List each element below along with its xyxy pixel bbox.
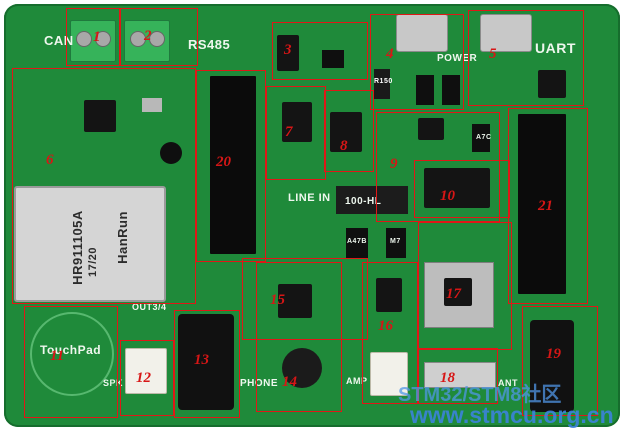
microphone xyxy=(282,348,322,388)
watermark-url: www.stmcu.org.cn xyxy=(410,402,614,428)
annotation-box-13 xyxy=(174,310,240,418)
phone-label: PHONE xyxy=(240,378,279,389)
annotation-number-8: 8 xyxy=(340,138,348,154)
annotation-box-8 xyxy=(324,90,374,172)
annotation-box-18 xyxy=(418,348,498,404)
amp-label: AMP xyxy=(346,376,368,386)
touchpad-label: TouchPad xyxy=(40,343,102,357)
diode-right xyxy=(386,228,406,258)
annotation-box-21 xyxy=(508,108,588,304)
screw-icon xyxy=(149,31,165,47)
annotation-number-5: 5 xyxy=(489,46,497,62)
annotation-number-21: 21 xyxy=(538,198,553,214)
regulator-diode xyxy=(472,124,490,152)
audio-jack-19 xyxy=(530,320,574,412)
slide-switch xyxy=(424,362,496,388)
screw-icon xyxy=(76,31,92,47)
annotation-box-3 xyxy=(272,22,368,80)
annotation-box-10 xyxy=(414,160,510,218)
line-in-label: LINE IN xyxy=(288,192,331,204)
amp-connector xyxy=(370,352,408,396)
resistor-label: R150 xyxy=(374,78,393,85)
diode-left-label: A47B xyxy=(347,238,367,245)
annotation-number-15: 15 xyxy=(270,292,285,308)
diode-right-label: M7 xyxy=(390,238,401,245)
annotation-box-14 xyxy=(256,262,342,412)
watermark-site: STM32/STM8社区 xyxy=(398,384,562,406)
rs485-label: RS485 xyxy=(188,37,231,52)
diode-left xyxy=(346,228,368,258)
pin-header-21 xyxy=(518,114,566,294)
regulator-label: A7C xyxy=(476,134,492,141)
uart-usb-connector xyxy=(480,14,532,52)
chip-7 xyxy=(282,102,312,142)
annotation-number-19: 19 xyxy=(546,346,561,362)
annotation-number-7: 7 xyxy=(285,124,293,140)
chip-8 xyxy=(330,112,362,152)
annotation-number-6: 6 xyxy=(46,152,54,168)
annotation-number-10: 10 xyxy=(440,188,455,204)
annotation-number-4: 4 xyxy=(386,46,394,62)
annotation-box-6 xyxy=(12,68,196,304)
annotation-number-17: 17 xyxy=(446,286,461,302)
annotation-box-11 xyxy=(24,306,118,418)
annotation-number-13: 13 xyxy=(194,352,209,368)
ethernet-phy-chip xyxy=(84,100,116,132)
chip-16 xyxy=(376,278,402,312)
can-label: CAN xyxy=(44,33,74,48)
rf-chip xyxy=(444,278,472,306)
speaker-connector xyxy=(125,348,167,394)
pin-header-20 xyxy=(210,76,256,254)
chip-15 xyxy=(278,284,312,318)
annotation-number-3: 3 xyxy=(284,42,292,58)
screw-icon xyxy=(95,31,111,47)
annotation-box-17 xyxy=(418,222,512,350)
touchpad xyxy=(30,312,114,396)
power-diode xyxy=(442,75,460,105)
spk-label: SPK xyxy=(103,378,124,388)
regulator-chip xyxy=(418,118,444,140)
annotation-number-9: 9 xyxy=(390,156,398,172)
annotation-number-1: 1 xyxy=(93,29,101,45)
inductor-small xyxy=(160,142,182,164)
rj45-jack xyxy=(14,186,166,302)
chip-small xyxy=(322,50,344,68)
ant-label: ANT xyxy=(498,378,518,388)
annotation-number-14: 14 xyxy=(282,374,297,390)
annotation-number-20: 20 xyxy=(216,154,231,170)
power-diode xyxy=(416,75,434,105)
annotation-box-4 xyxy=(370,14,464,110)
power-inductor xyxy=(336,186,408,214)
annotation-box-7 xyxy=(266,86,326,180)
crystal xyxy=(142,98,162,112)
annotation-box-20 xyxy=(196,70,266,262)
annotation-box-1 xyxy=(66,8,120,66)
chip-3 xyxy=(277,35,299,71)
annotation-box-9 xyxy=(376,112,500,222)
annotation-number-2: 2 xyxy=(144,28,152,44)
annotation-box-15 xyxy=(242,258,368,340)
annotation-box-19 xyxy=(522,306,598,416)
annotation-box-5 xyxy=(468,10,584,106)
annotation-number-16: 16 xyxy=(378,318,393,334)
annotation-number-18: 18 xyxy=(440,370,455,386)
power-component xyxy=(374,69,390,99)
uart-label: UART xyxy=(535,40,576,56)
annotation-number-12: 12 xyxy=(136,370,151,386)
annotation-number-11: 11 xyxy=(50,348,65,364)
inductor-label: 100-HL xyxy=(345,196,382,207)
out-label: OUT3/4 xyxy=(132,302,167,312)
power-label: POWER xyxy=(437,53,478,64)
annotation-box-12 xyxy=(120,340,174,416)
uart-chip xyxy=(538,70,566,98)
annotation-box-16 xyxy=(362,262,418,404)
screw-icon xyxy=(130,31,146,47)
annotation-box-2 xyxy=(120,8,198,66)
audio-jack-13 xyxy=(178,314,234,410)
chip-10 xyxy=(424,168,490,208)
